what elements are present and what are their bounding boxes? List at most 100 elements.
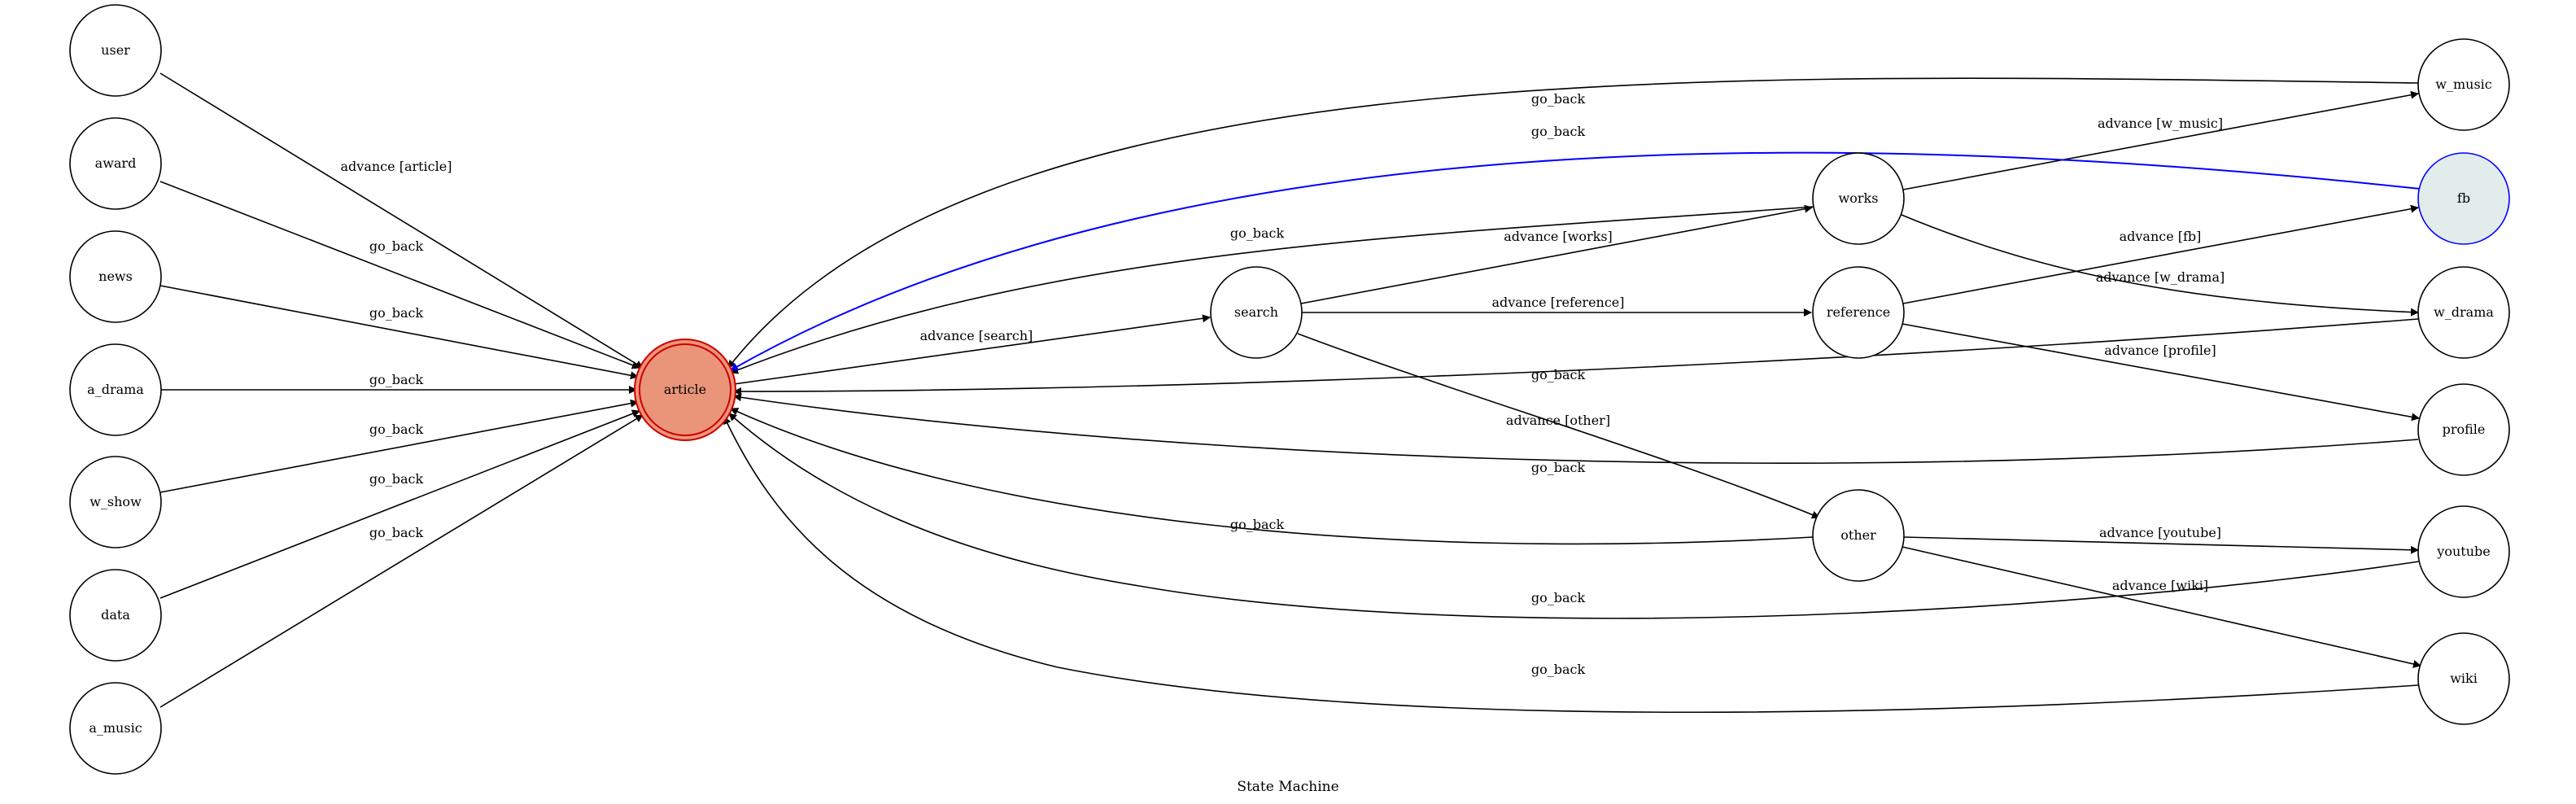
node-other: other xyxy=(1812,489,1905,582)
node-label-search: search xyxy=(1234,304,1278,320)
edge-user-article xyxy=(159,72,644,369)
edge-labels-layer: advance [article]go_backgo_backgo_backgo… xyxy=(341,91,2225,677)
node-label-a-music: a_music xyxy=(89,720,142,736)
edge-search-works xyxy=(1300,204,1813,304)
edge-label-search-reference: advance [reference] xyxy=(1491,295,1624,310)
diagram-title: State Machine xyxy=(1237,779,1338,795)
node-search: search xyxy=(1210,266,1303,359)
edge-a_music-article xyxy=(159,414,644,708)
edge-label-search-works: advance [works] xyxy=(1504,229,1613,244)
edge-search-other xyxy=(1297,333,1820,519)
edge-label-user-article: advance [article] xyxy=(341,159,452,174)
node-label-user: user xyxy=(101,42,130,58)
node-circle-a-drama xyxy=(69,343,162,436)
edge-w_music-article xyxy=(727,77,2419,369)
node-circle-award xyxy=(69,117,162,210)
edge-youtube-article xyxy=(728,413,2420,619)
node-circle-works xyxy=(1812,152,1905,245)
node-reference: reference xyxy=(1812,266,1905,359)
node-circle-w-show xyxy=(69,456,162,548)
node-circle-youtube xyxy=(2417,505,2510,598)
edge-profile-article xyxy=(733,393,2419,464)
node-label-w-music: w_music xyxy=(2435,76,2492,92)
edge-label-news-article: go_back xyxy=(369,305,424,321)
node-label-other: other xyxy=(1840,527,1876,543)
node-fb: fb xyxy=(2417,152,2510,245)
node-works: works xyxy=(1812,152,1905,245)
node-label-w-drama: w_drama xyxy=(2434,304,2494,320)
node-news: news xyxy=(69,230,162,323)
node-circle-data xyxy=(69,569,162,662)
node-article-inner-ring xyxy=(639,343,731,436)
edge-label-data-article: go_back xyxy=(369,471,424,487)
edge-wiki-article xyxy=(723,416,2419,714)
edge-label-a_drama-article: go_back xyxy=(369,372,424,387)
node-wiki: wiki xyxy=(2417,632,2510,725)
edge-w_drama-article xyxy=(733,318,2419,396)
node-circle-search xyxy=(1210,266,1303,359)
node-label-w-show: w_show xyxy=(90,494,142,509)
edge-article-search xyxy=(733,314,1211,385)
node-label-youtube: youtube xyxy=(2436,544,2490,559)
node-w-drama: w_drama xyxy=(2417,266,2510,359)
edge-label-other-wiki: advance [wiki] xyxy=(2112,578,2208,593)
node-data: data xyxy=(69,569,162,662)
node-a-music: a_music xyxy=(69,682,162,775)
edge-label-works-w_drama: advance [w_drama] xyxy=(2096,269,2225,285)
node-w-show: w_show xyxy=(69,456,162,548)
edge-reference-profile xyxy=(1901,323,2420,422)
node-circle-reference xyxy=(1812,266,1905,359)
edge-label-award-article: go_back xyxy=(369,238,424,254)
edge-works-w_music xyxy=(1902,90,2419,190)
edge-label-a_music-article: go_back xyxy=(369,525,424,540)
node-label-data: data xyxy=(101,607,130,623)
edge-works-w_drama xyxy=(1901,214,2419,317)
node-label-profile: profile xyxy=(2443,422,2486,437)
edge-label-fb-article: go_back xyxy=(1531,124,1586,139)
edge-label-w_drama-article: go_back xyxy=(1531,367,1586,382)
node-circle-a-music xyxy=(69,682,162,775)
node-label-works: works xyxy=(1839,190,1879,206)
edge-award-article xyxy=(159,181,640,369)
edge-label-wiki-article: go_back xyxy=(1531,662,1586,677)
edge-label-reference-profile: advance [profile] xyxy=(2104,343,2216,358)
edge-reference-fb xyxy=(1902,204,2419,304)
edge-other-wiki xyxy=(1901,546,2421,668)
edge-label-other-article: go_back xyxy=(1230,517,1285,532)
node-label-wiki: wiki xyxy=(2450,671,2478,686)
edge-label-reference-fb: advance [fb] xyxy=(2120,229,2202,244)
node-circle-w-drama xyxy=(2417,266,2510,359)
node-award: award xyxy=(69,117,162,210)
edge-label-works-article: go_back xyxy=(1230,225,1285,241)
node-label-fb: fb xyxy=(2457,190,2470,206)
node-youtube: youtube xyxy=(2417,505,2510,598)
node-circle-w-music xyxy=(2417,38,2510,131)
node-a-drama: a_drama xyxy=(69,343,162,436)
node-article: article xyxy=(634,339,736,441)
node-label-award: award xyxy=(95,155,137,171)
node-circle-user xyxy=(69,4,162,97)
edge-label-profile-article: go_back xyxy=(1531,460,1586,475)
edge-news-article xyxy=(159,285,639,380)
node-circle-fb xyxy=(2417,152,2510,245)
node-label-reference: reference xyxy=(1827,304,1890,320)
edge-w_show-article xyxy=(159,399,639,493)
edge-label-other-youtube: advance [youtube] xyxy=(2099,525,2221,540)
edge-label-w_show-article: go_back xyxy=(369,422,424,437)
edges-layer xyxy=(159,72,2421,714)
edge-other-article xyxy=(730,408,1814,545)
node-circle-other xyxy=(1812,489,1905,582)
edge-works-article xyxy=(730,206,1814,374)
node-circle-news xyxy=(69,230,162,323)
edge-fb-article xyxy=(730,151,2421,371)
node-circle-wiki xyxy=(2417,632,2510,725)
edge-label-search-other: advance [other] xyxy=(1506,413,1610,428)
edge-label-youtube-article: go_back xyxy=(1531,590,1586,605)
edge-label-article-search: advance [search] xyxy=(920,328,1033,343)
edge-label-w_music-article: go_back xyxy=(1531,91,1586,107)
node-profile: profile xyxy=(2417,383,2510,476)
edge-other-youtube xyxy=(1903,536,2419,554)
node-label-news: news xyxy=(98,269,133,284)
